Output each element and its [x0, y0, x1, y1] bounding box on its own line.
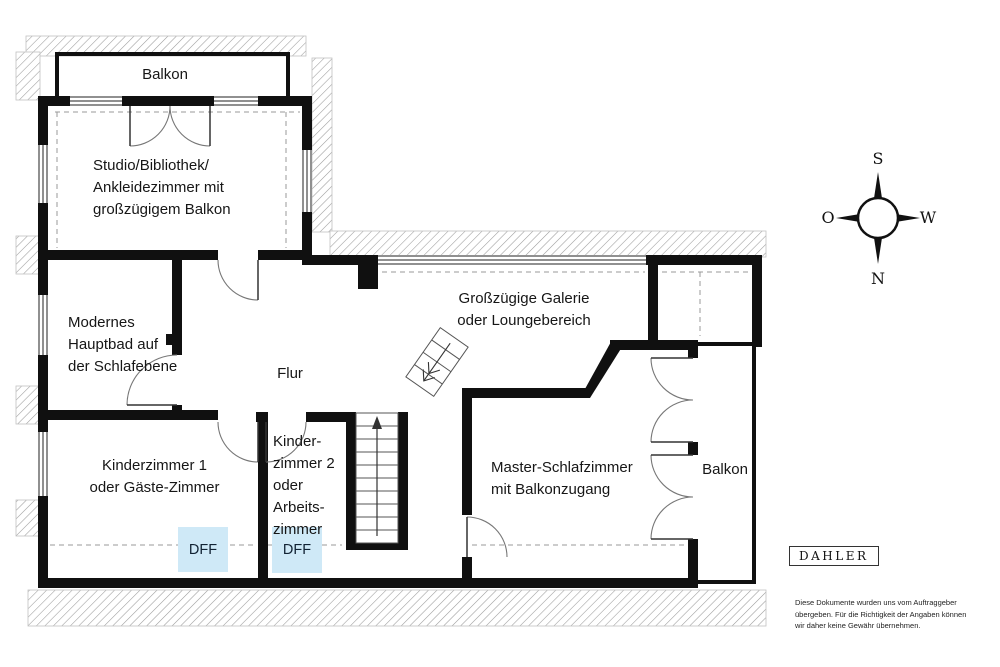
skylight-dff-2: DFF	[272, 527, 322, 573]
compass-rose: S W N O	[821, 149, 937, 288]
hatch-regions	[15, 35, 767, 627]
room-label-balkon-top: Balkon	[142, 66, 188, 83]
compass-label-top: S	[873, 149, 884, 168]
door-swings	[126, 105, 694, 558]
gallery-steps	[405, 326, 469, 398]
column-marker	[166, 334, 177, 345]
room-label-kinderzimmer1: Kinderzimmer 1 oder Gäste-Zimmer	[89, 457, 220, 496]
brand-logo: DAHLER	[789, 546, 879, 566]
windows	[38, 96, 646, 496]
room-label-balkon-right: Balkon	[702, 461, 748, 478]
room-label-flur: Flur	[277, 365, 303, 382]
room-label-studio: Studio/Bibliothek/ Ankleidezimmer mit gr…	[93, 157, 231, 218]
compass-label-right: W	[920, 208, 937, 227]
main-staircase	[355, 412, 399, 544]
room-label-galerie: Großzügige Galerie oder Loungebereich	[457, 290, 591, 329]
compass-label-left: O	[821, 208, 834, 227]
room-label-master: Master-Schlafzimmer mit Balkonzugang	[491, 459, 633, 498]
disclaimer-text: Diese Dokumente wurden uns vom Auftragge…	[795, 598, 967, 631]
compass-label-bottom: N	[871, 269, 885, 288]
balcony-outlines	[55, 52, 756, 584]
compass-ring	[856, 196, 900, 240]
room-label-kinderzimmer2: Kinder- zimmer 2 oder Arbeits- zimmer	[273, 433, 335, 539]
skylight-dff-1: DFF	[178, 527, 228, 572]
room-label-bathroom: Modernes Hauptbad auf der Schlafebene	[68, 314, 178, 375]
